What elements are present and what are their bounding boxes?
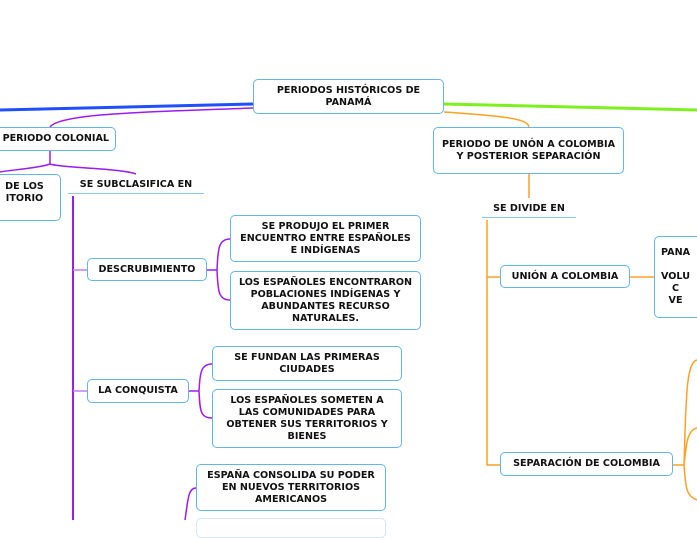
divide-label: SE DIVIDE EN [482, 203, 576, 218]
union-detail-node[interactable]: PANA VOLU C VE [654, 236, 697, 318]
conquista-item[interactable]: LOS ESPAÑOLES SOMETEN A LAS COMUNIDADES … [212, 389, 402, 448]
separacion-node[interactable]: SEPARACIÓN DE COLOMBIA [500, 452, 673, 476]
descubrimiento-node[interactable]: DESCRUBIMIENTO [87, 258, 207, 281]
descubrimiento-item[interactable]: SE PRODUJO EL PRIMER ENCUENTRO ENTRE ESP… [230, 215, 421, 262]
connector-lines [0, 102, 697, 520]
union-period-node[interactable]: PERIODO DE UNÓN A COLOMBIA Y POSTERIOR S… [433, 127, 624, 174]
union-colombia-node[interactable]: UNIÓN A COLOMBIA [500, 265, 630, 288]
conquista-node[interactable]: LA CONQUISTA [87, 379, 189, 403]
descubrimiento-item[interactable]: LOS ESPAÑOLES ENCONTRARON POBLACIONES IN… [230, 271, 421, 330]
root-node[interactable]: PERIODOS HISTÓRICOS DE PANAMÁ [253, 79, 444, 114]
colonial-node[interactable]: PERIODO COLONIAL [0, 127, 116, 151]
conquista-item[interactable]: SE FUNDAN LAS PRIMERAS CIUDADES [212, 346, 402, 381]
colonia-item-partial[interactable] [196, 518, 386, 538]
colonial-left-node[interactable]: DE LOS ITORIO [0, 174, 61, 221]
subclasifica-label: SE SUBCLASIFICA EN [68, 179, 204, 194]
colonia-item[interactable]: ESPAÑA CONSOLIDA SU PODER EN NUEVOS TERR… [196, 464, 386, 511]
